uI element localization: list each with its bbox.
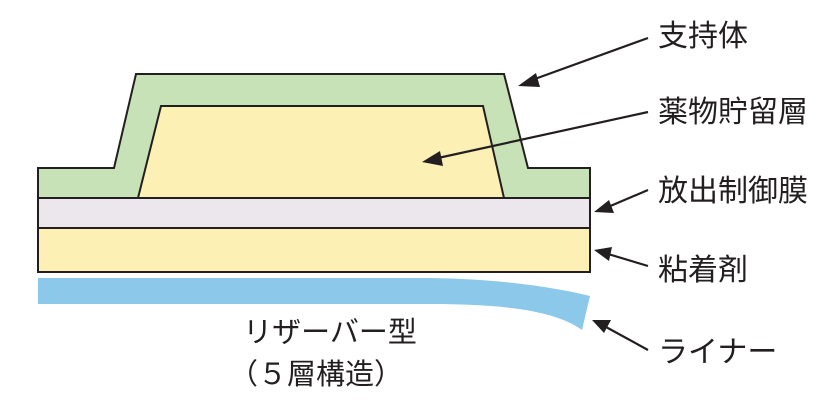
drug-reservoir-layer <box>136 105 506 199</box>
release-membrane-label: 放出制御膜 <box>658 174 808 209</box>
release-membrane-layer <box>37 197 591 229</box>
adhesive-arrow-head <box>594 247 612 261</box>
adhesive-layer <box>37 227 591 273</box>
caption-subtitle: （５層構造） <box>229 357 403 391</box>
liner-layer <box>38 278 590 330</box>
support-arrow-head <box>518 73 540 87</box>
liner-arrow-head <box>592 320 611 333</box>
release-membrane-arrow-head <box>594 200 614 213</box>
drug-reservoir-label: 薬物貯留層 <box>658 95 808 130</box>
support-arrow-line <box>531 36 649 82</box>
adhesive-arrow-line <box>607 252 649 268</box>
release-membrane-arrow-line <box>607 188 649 209</box>
drug-reservoir-arrow-line <box>437 110 649 160</box>
liner-label: ライナー <box>658 335 777 370</box>
liner-arrow-line <box>605 326 649 351</box>
drug-reservoir-arrow-head <box>422 151 443 166</box>
support-label: 支持体 <box>658 19 748 54</box>
adhesive-label: 粘着剤 <box>658 253 748 288</box>
caption-title: リザーバー型 <box>243 315 417 349</box>
